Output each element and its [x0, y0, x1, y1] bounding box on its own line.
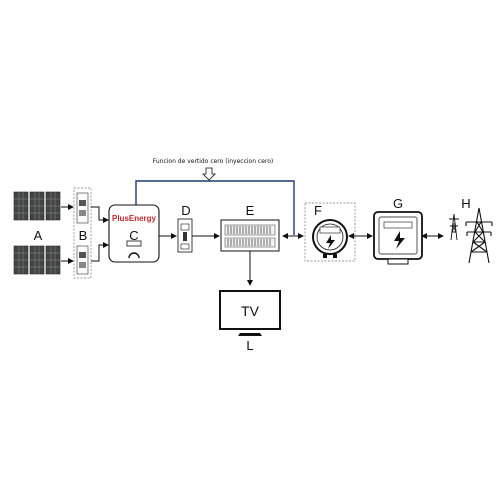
- label-g: G: [393, 196, 403, 211]
- label-e: E: [246, 203, 255, 218]
- distribution-panel: [220, 219, 280, 252]
- breaker: [177, 218, 193, 253]
- label-b: B: [79, 228, 88, 243]
- zero-injection-caption: Funcion de vertido cero (inyeccion cero): [153, 158, 274, 165]
- label-a: A: [34, 228, 43, 243]
- utility-meter: [373, 211, 423, 265]
- feedback-line: [135, 180, 295, 235]
- television: TV: [219, 290, 281, 336]
- tv-text: TV: [241, 303, 260, 319]
- energy-meter: [304, 202, 356, 262]
- label-c: C: [129, 228, 138, 243]
- solar-panels-top: [13, 191, 61, 221]
- solar-panels-bottom: [13, 245, 61, 275]
- label-d: D: [181, 203, 190, 218]
- arrow-b-c-bottom: [91, 242, 109, 262]
- large-tower-icon: [465, 207, 493, 264]
- small-tower-icon: [449, 213, 459, 241]
- inverter: PlusEnergy: [108, 204, 160, 263]
- label-l: L: [246, 338, 253, 353]
- arrow-b-c-top: [91, 206, 109, 223]
- label-h: H: [461, 196, 470, 211]
- caption-down-arrow-icon: [202, 167, 216, 181]
- inverter-brand: PlusEnergy: [112, 214, 157, 223]
- dc-protection-box: [73, 187, 92, 279]
- label-f: F: [314, 203, 322, 218]
